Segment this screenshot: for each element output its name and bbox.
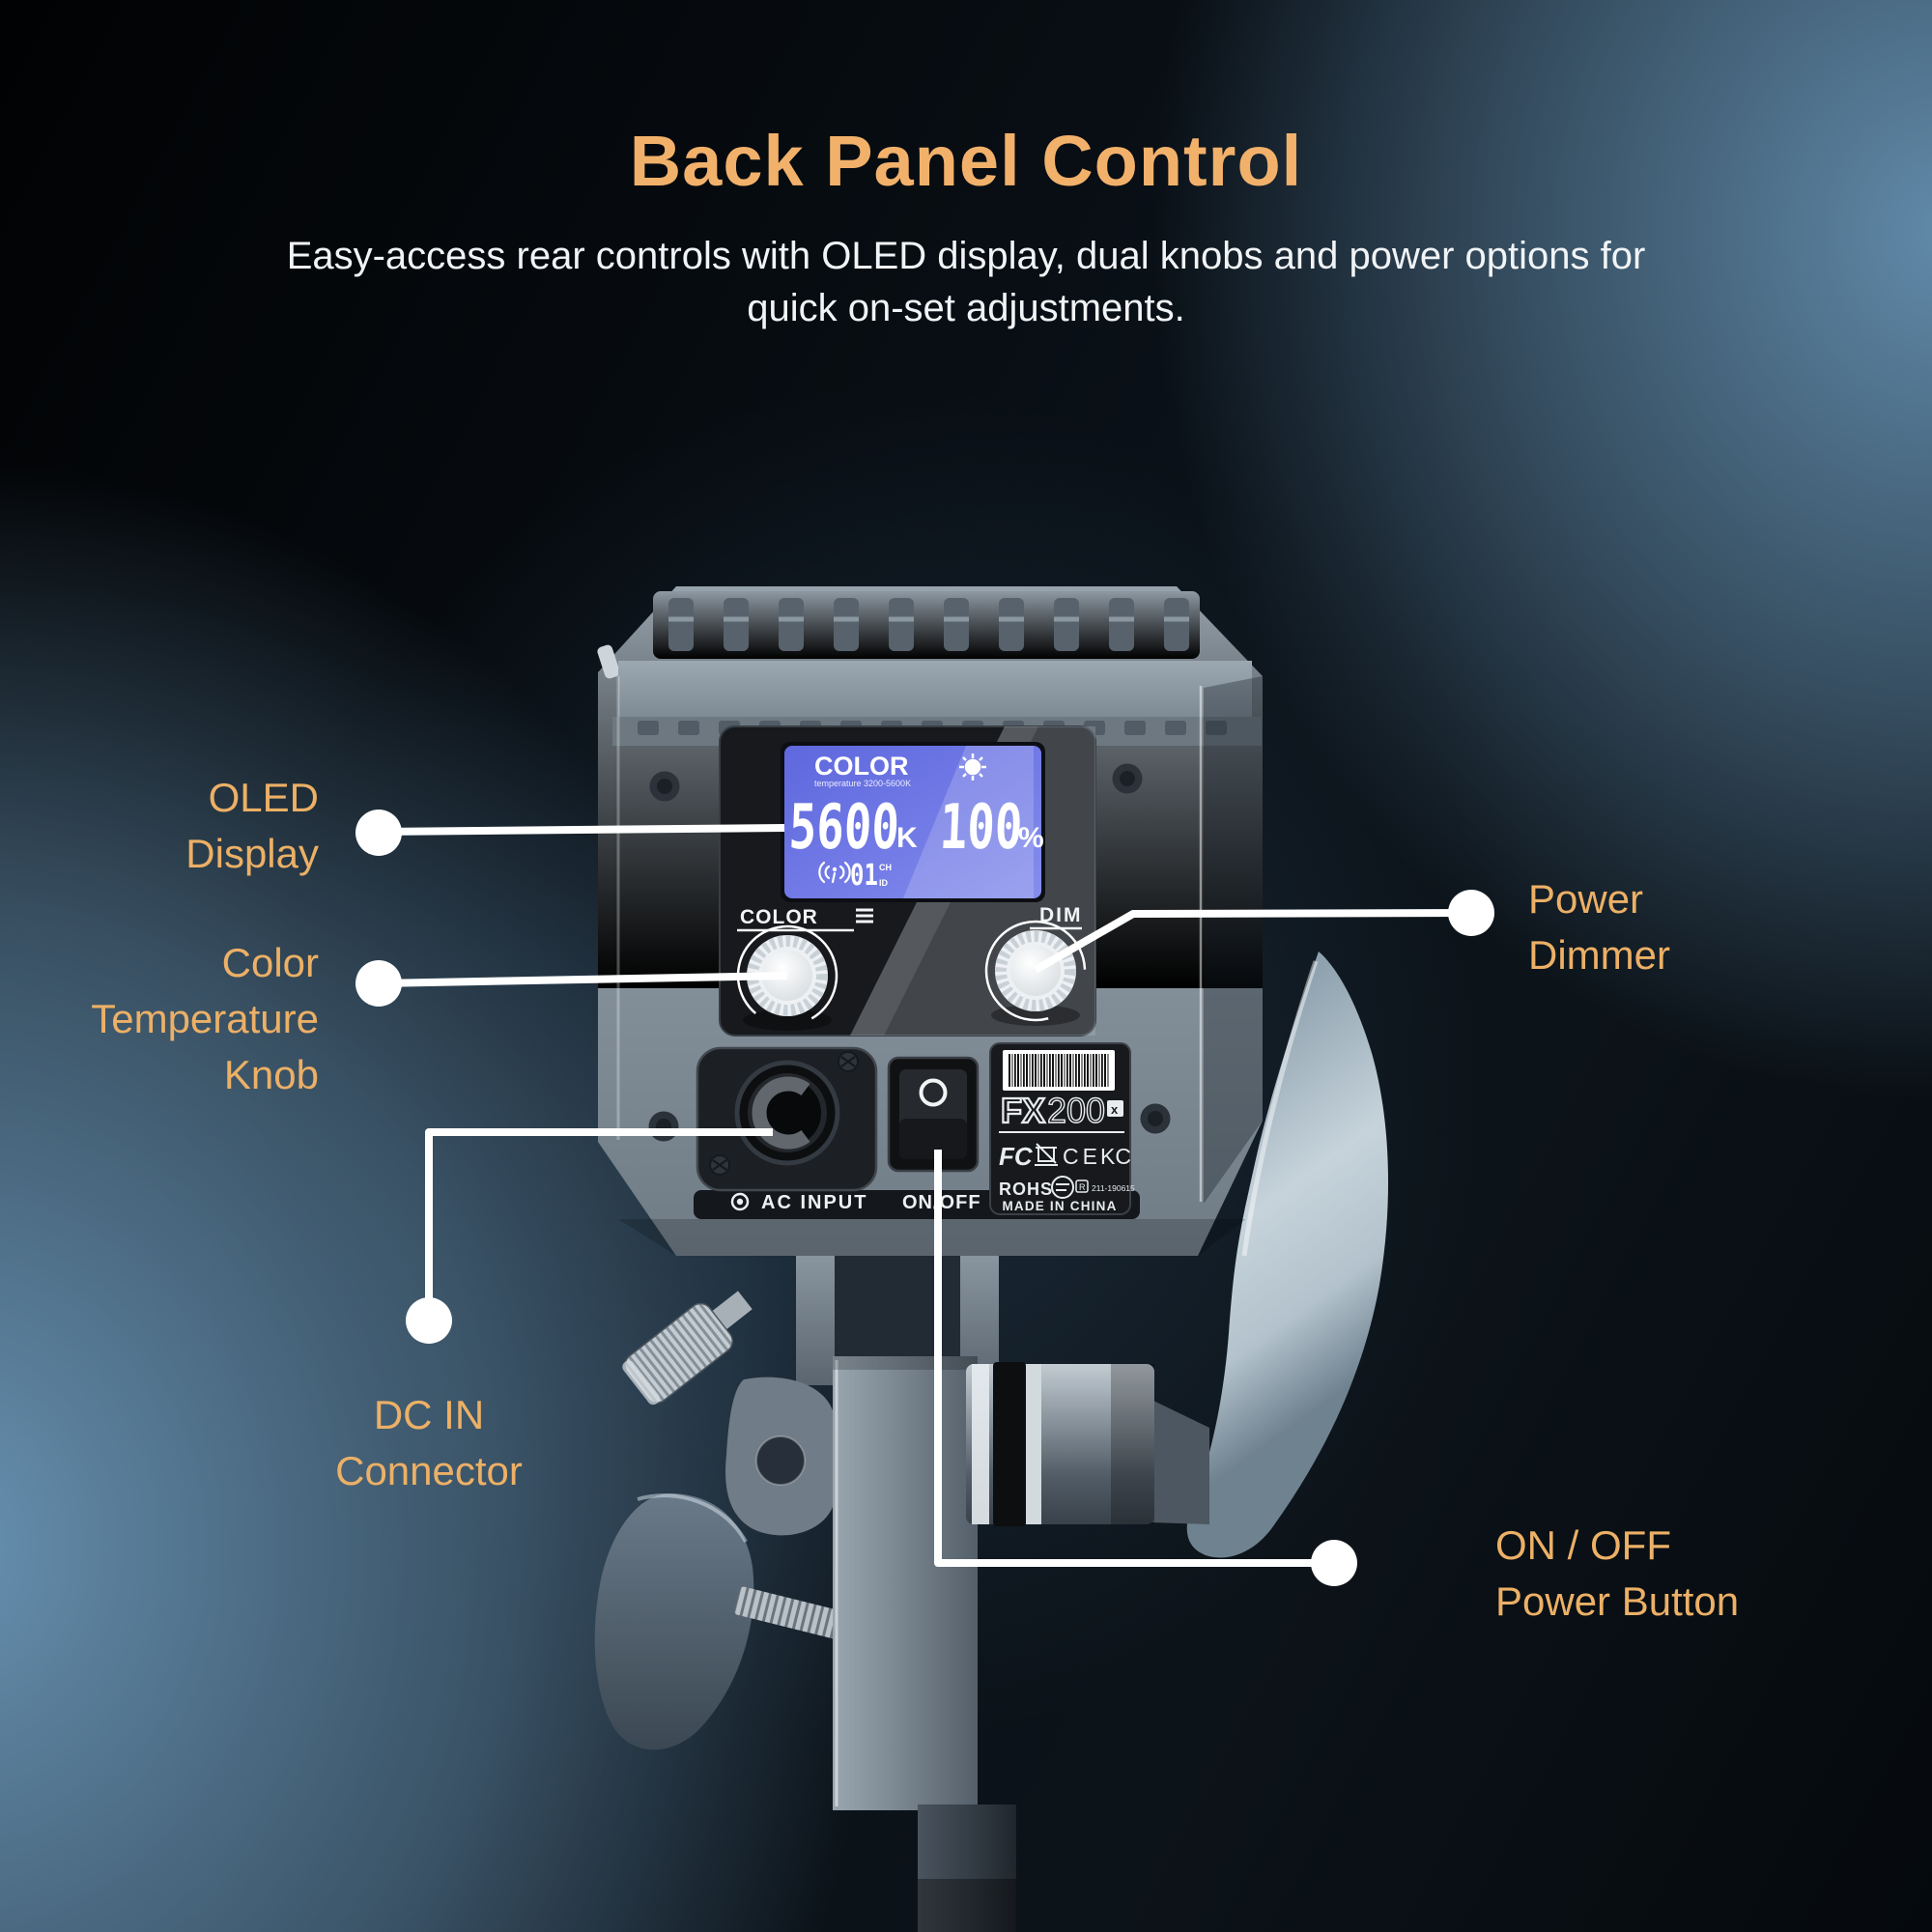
dc-in-callout-line bbox=[425, 1128, 773, 1321]
color-knob-label: COLOR bbox=[740, 906, 818, 928]
tilt-handle-lever bbox=[1150, 952, 1389, 1558]
fin-slots bbox=[668, 598, 1189, 651]
onoff-callout-line bbox=[934, 1150, 1334, 1567]
stand-pole bbox=[918, 1804, 1016, 1932]
callout-on-off-power-button: ON / OFF Power Button bbox=[1495, 1518, 1739, 1630]
callout-line: Power bbox=[1528, 876, 1644, 922]
callout-line: ON / OFF bbox=[1495, 1522, 1671, 1568]
color-knob-callout-dot bbox=[355, 960, 402, 1007]
dim-knob bbox=[984, 920, 1087, 1026]
oled-callout-dot bbox=[355, 810, 402, 856]
lcd-mode-range: temperature 3200-5600K bbox=[814, 779, 911, 788]
subtitle-line-1: Easy-access rear controls with OLED disp… bbox=[286, 235, 1646, 277]
page-subtitle: Easy-access rear controls with OLED disp… bbox=[0, 230, 1932, 334]
tilt-axle bbox=[966, 1362, 1154, 1526]
latch-detail bbox=[597, 644, 620, 679]
wireless-icon bbox=[818, 861, 851, 884]
callout-line: Color bbox=[221, 940, 319, 985]
umbrella-clamp bbox=[725, 1377, 833, 1536]
callout-line: Display bbox=[185, 831, 319, 876]
yoke-arm-left bbox=[796, 1250, 835, 1385]
nameplate: FX 200 x FC CE KC ROHS bbox=[989, 1042, 1135, 1215]
lcd-kelvin-value: 5600 bbox=[787, 792, 900, 864]
module-screws bbox=[709, 1051, 859, 1176]
kc-mark: KC bbox=[1100, 1144, 1131, 1169]
lcd-channel-value: 01 bbox=[850, 859, 878, 892]
subtitle-line-2: quick on-set adjustments. bbox=[747, 287, 1185, 329]
barcode bbox=[1003, 1050, 1115, 1091]
model-number: 200 bbox=[1047, 1091, 1105, 1130]
made-in-label: MADE IN CHINA bbox=[1002, 1199, 1117, 1213]
dim-knob-label: DIM bbox=[1039, 904, 1083, 926]
brightness-sun-icon bbox=[959, 753, 986, 781]
callout-dc-in-connector: DC IN Connector bbox=[236, 1387, 622, 1499]
dimmer-callout-line bbox=[1034, 909, 1472, 974]
lcd-channel-label: CH bbox=[879, 863, 892, 872]
lcd-mode-label: COLOR bbox=[814, 752, 909, 781]
menu-lines-icon bbox=[856, 908, 873, 923]
callout-line: Temperature bbox=[91, 996, 319, 1041]
ac-input-indicator-icon bbox=[730, 1192, 750, 1211]
dimmer-callout-dot bbox=[1448, 890, 1494, 936]
ac-input-strip-label: AC INPUT bbox=[761, 1192, 867, 1213]
light-head: COLOR temperature 3200-5600K 5600 K 100 … bbox=[597, 586, 1263, 1256]
handle-hub-cone bbox=[1150, 1399, 1209, 1524]
color-knob-callout-line bbox=[378, 972, 788, 987]
model-suffix: x bbox=[1111, 1102, 1119, 1117]
rohs-label: ROHS bbox=[999, 1179, 1053, 1199]
callout-power-dimmer: Power Dimmer bbox=[1528, 871, 1670, 983]
callout-line: Connector bbox=[335, 1448, 523, 1493]
callout-line: OLED bbox=[208, 775, 319, 820]
connector-keyway bbox=[752, 1076, 810, 1150]
model-prefix: FX bbox=[1001, 1091, 1045, 1130]
top-bevel bbox=[618, 661, 1252, 717]
power-circle-icon bbox=[919, 1078, 948, 1107]
wing-locking-knob bbox=[594, 1492, 754, 1750]
lcd-brightness-value: 100 bbox=[938, 792, 1023, 864]
lcd-id-label: ID bbox=[879, 878, 889, 888]
oled-callout-line bbox=[378, 824, 785, 836]
power-switch bbox=[887, 1056, 980, 1173]
oled-display-screen: COLOR temperature 3200-5600K 5600 K 100 … bbox=[781, 742, 1045, 902]
callout-line: Dimmer bbox=[1528, 932, 1670, 978]
r-mark: R bbox=[1079, 1182, 1086, 1192]
lcd-brightness-unit: % bbox=[1018, 822, 1044, 854]
callout-line: DC IN bbox=[373, 1392, 485, 1437]
cert-code: 211-190615 bbox=[1092, 1183, 1135, 1193]
pse-mark-icon bbox=[1051, 1176, 1074, 1199]
thumbscrew bbox=[622, 1291, 753, 1406]
weee-bin-icon bbox=[1035, 1143, 1058, 1166]
fcc-mark: FC bbox=[999, 1142, 1034, 1171]
handle-highlight bbox=[1241, 960, 1319, 1257]
dc-in-callout-dot bbox=[406, 1297, 452, 1344]
stand-assembly bbox=[594, 1227, 1154, 1932]
pivot-block bbox=[833, 1356, 978, 1810]
callout-line: Power Button bbox=[1495, 1578, 1740, 1624]
ac-input-connector bbox=[696, 1046, 878, 1192]
lcd-kelvin-unit: K bbox=[896, 822, 918, 854]
ce-mark: CE bbox=[1063, 1144, 1101, 1169]
callout-color-temperature-knob: Color Temperature Knob bbox=[91, 935, 319, 1103]
onoff-callout-dot bbox=[1311, 1540, 1357, 1586]
callout-line: Knob bbox=[223, 1052, 319, 1097]
page-title: Back Panel Control bbox=[629, 121, 1303, 201]
callout-oled-display: OLED Display bbox=[185, 770, 319, 882]
